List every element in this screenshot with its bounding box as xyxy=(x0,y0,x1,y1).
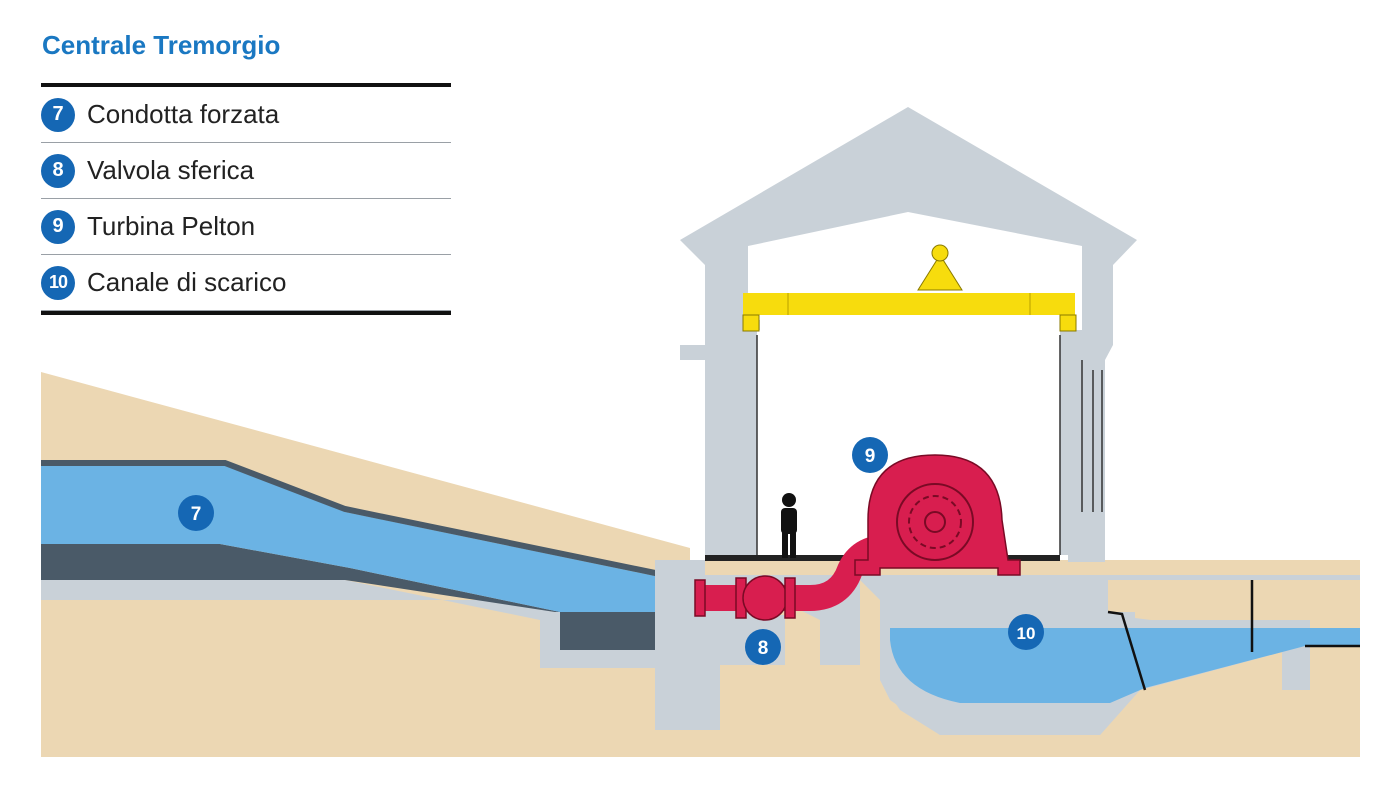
legend-item-tailrace: 10 Canale di scarico xyxy=(41,255,451,311)
legend-label: Turbina Pelton xyxy=(87,211,256,241)
legend: 7 Condotta forzata 8 Valvola sferica 9 T… xyxy=(41,83,451,315)
crane-hook-icon xyxy=(917,244,963,291)
legend-badge: 9 xyxy=(41,209,75,244)
penstock-floor xyxy=(41,544,655,650)
person-silhouette-icon xyxy=(781,493,797,558)
marker-turbine: 9 xyxy=(852,437,888,473)
floor-step xyxy=(998,574,1040,590)
spherical-valve xyxy=(694,575,796,621)
penstock-top-lining xyxy=(41,460,661,577)
overhead-crane xyxy=(742,244,1077,332)
svg-text:7: 7 xyxy=(191,504,202,525)
legend-label: Valvola sferica xyxy=(87,155,255,185)
tailrace-gate xyxy=(1107,610,1147,691)
powerhouse-walls xyxy=(680,107,1137,555)
legend-badge: 7 xyxy=(41,97,75,132)
legend-badge: 10 xyxy=(41,265,75,300)
svg-text:8: 8 xyxy=(758,638,769,659)
marker-tailrace: 10 xyxy=(1008,614,1044,650)
legend-item-valve: 8 Valvola sferica xyxy=(41,143,451,199)
pelton-turbine xyxy=(854,454,1021,576)
floor-right xyxy=(1068,512,1105,562)
tailrace-water xyxy=(890,628,1360,703)
legend-badge: 8 xyxy=(41,153,75,188)
svg-text:10: 10 xyxy=(1017,624,1036,643)
pelton-wheel-icon xyxy=(896,483,974,561)
legend-item-penstock: 7 Condotta forzata xyxy=(41,87,451,143)
legend-label: Condotta forzata xyxy=(87,99,280,129)
marker-valve: 8 xyxy=(745,629,781,665)
svg-text:9: 9 xyxy=(865,446,876,467)
legend-top-rule xyxy=(41,83,451,87)
diagram-title: Centrale Tremorgio xyxy=(42,30,281,60)
legend-item-turbine: 9 Turbina Pelton xyxy=(41,199,451,255)
legend-label: Canale di scarico xyxy=(87,267,287,297)
marker-penstock: 7 xyxy=(178,495,214,531)
legend-bottom-rule xyxy=(41,311,451,315)
